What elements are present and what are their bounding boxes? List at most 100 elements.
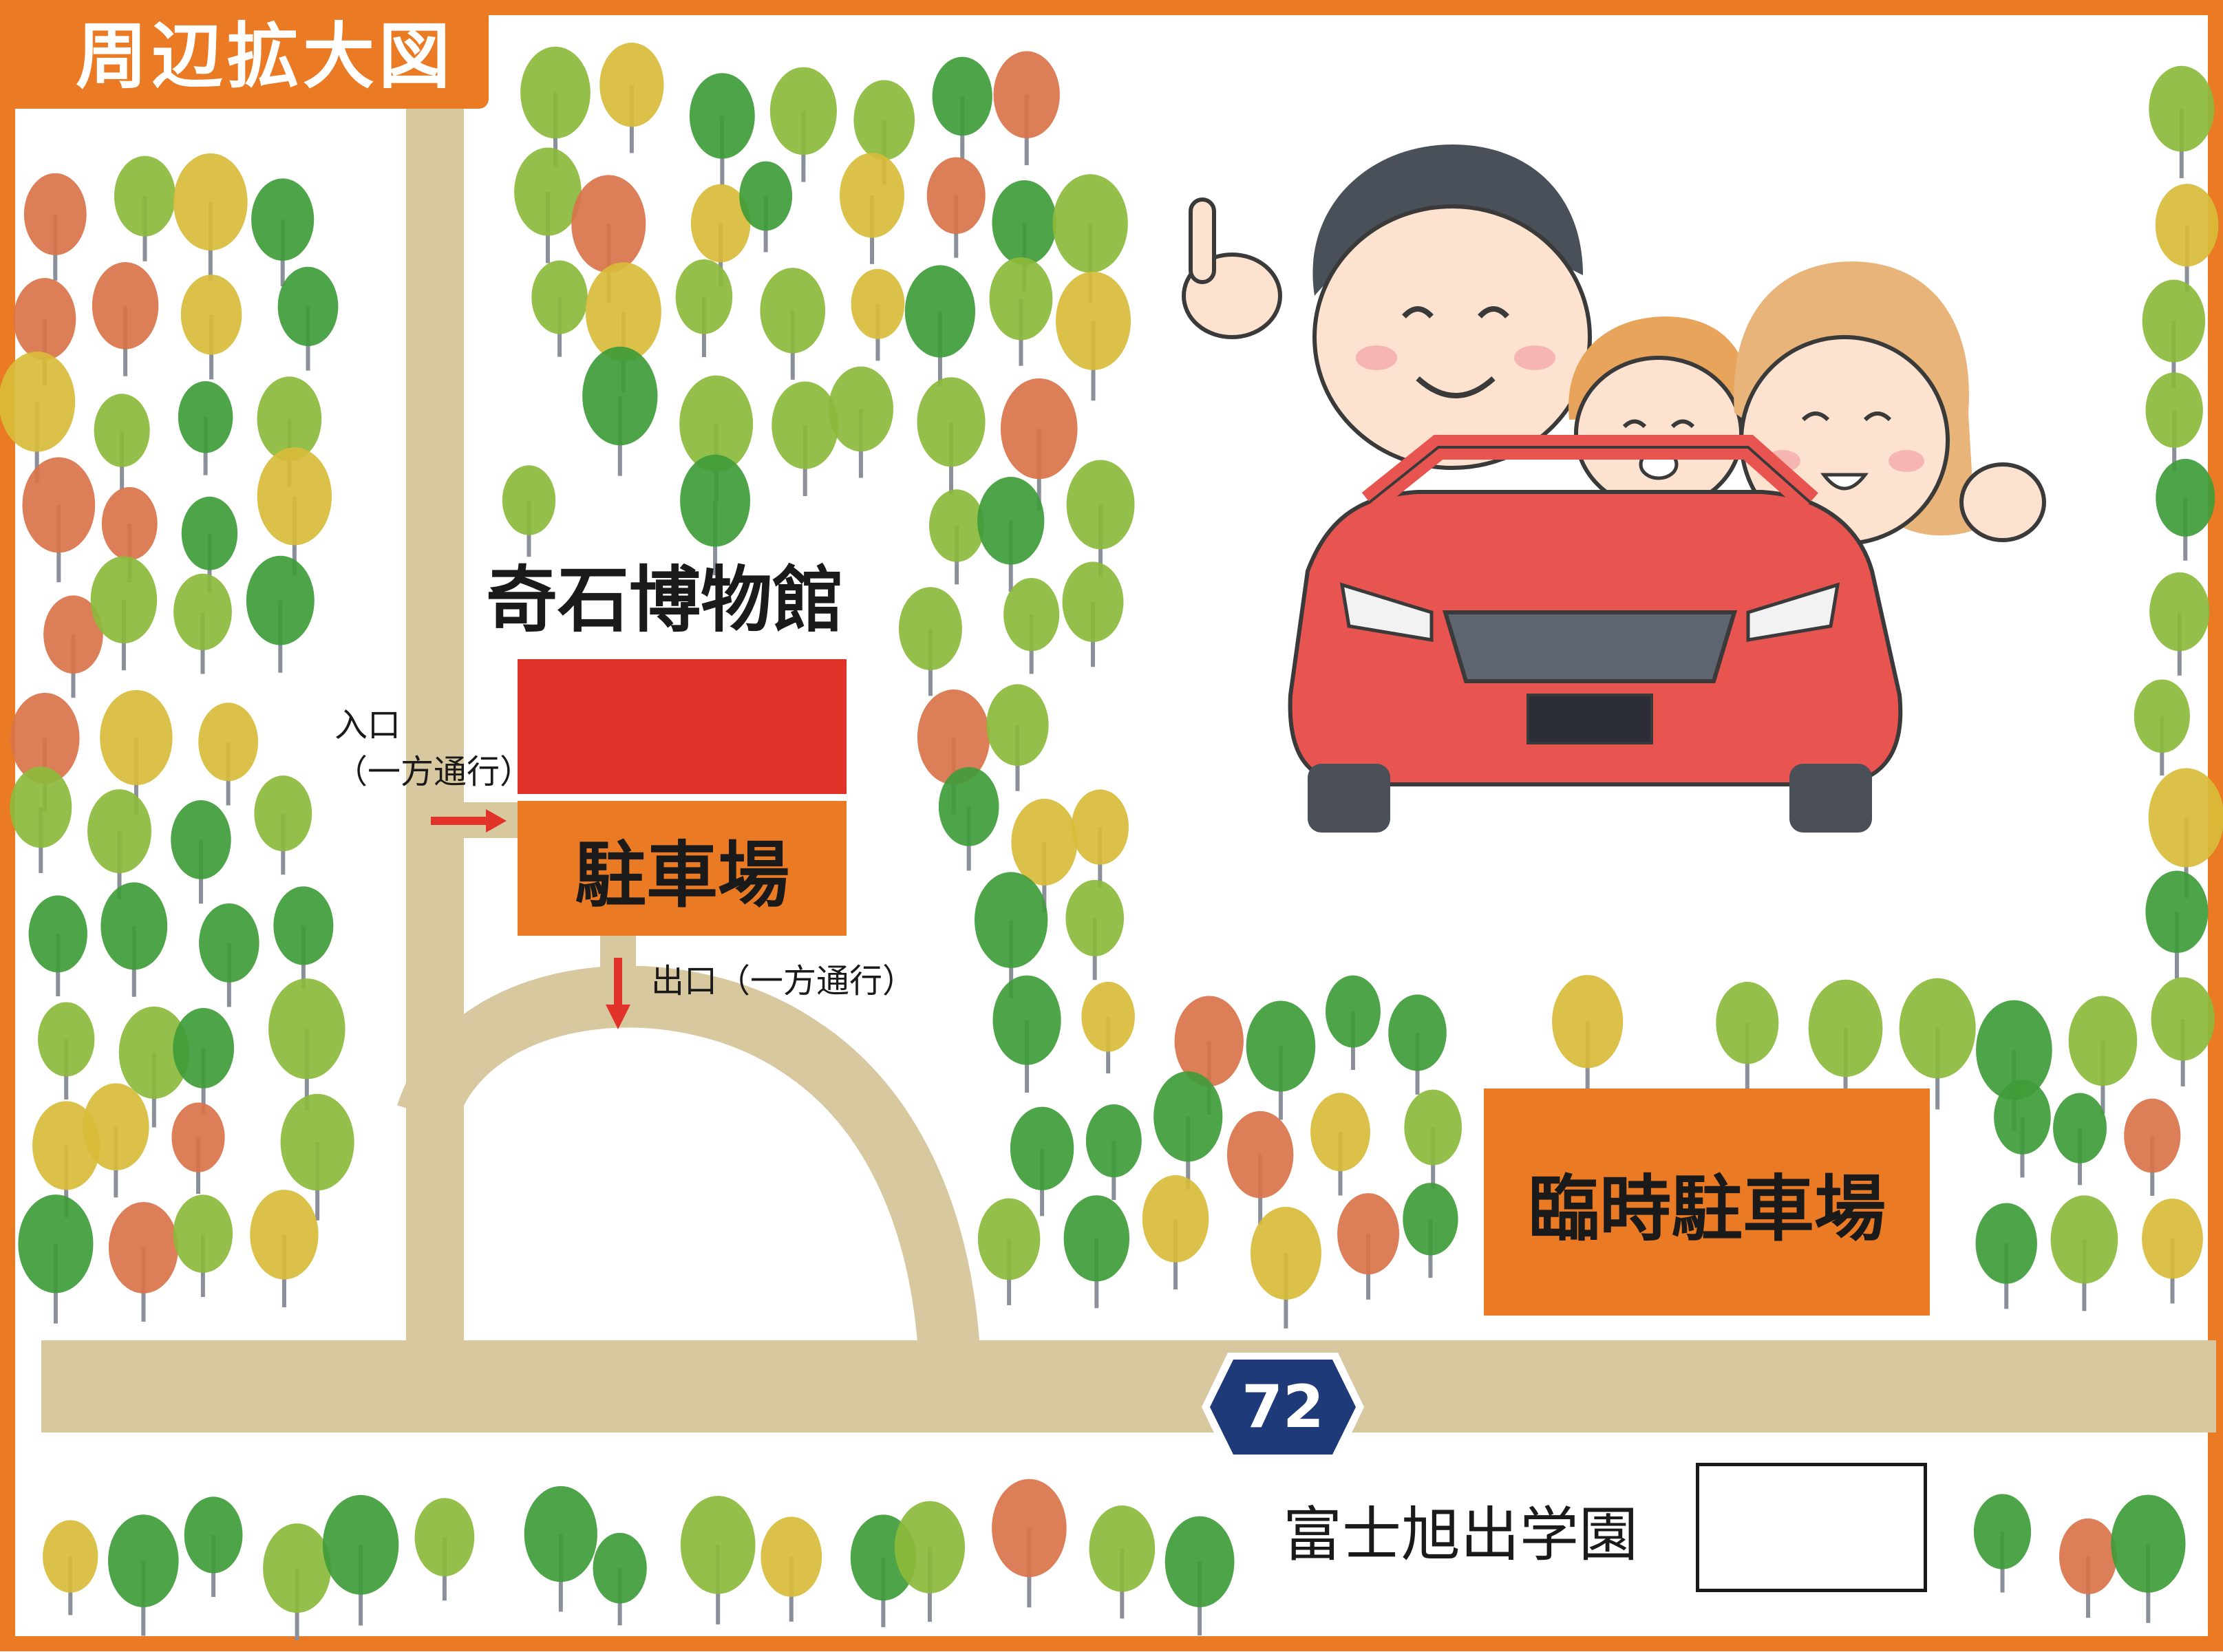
tree-icon	[977, 476, 1045, 592]
tree-icon	[2151, 977, 2215, 1087]
tree-icon	[992, 975, 1061, 1093]
tree-icon	[502, 465, 556, 557]
tree-icon	[977, 1198, 1041, 1305]
road-network	[41, 96, 2216, 1433]
tree-icon	[1337, 1193, 1400, 1300]
tree-icon	[2155, 184, 2219, 292]
tree-icon	[917, 377, 986, 495]
tree-icon	[108, 1202, 179, 1322]
tree-icon	[2145, 870, 2209, 979]
tree-icon	[675, 259, 733, 358]
tree-icon	[43, 595, 103, 698]
school-marker	[1696, 1463, 1927, 1592]
tree-icon	[280, 1093, 354, 1221]
tree-icon	[986, 684, 1049, 791]
tree-icon	[199, 903, 259, 1007]
tree-icon	[2068, 996, 2138, 1114]
tree-icon	[263, 1523, 332, 1641]
tree-icon	[2111, 1494, 2186, 1623]
tree-icon	[94, 394, 150, 490]
tree-icon	[2134, 679, 2190, 776]
tree-icon	[250, 1190, 319, 1307]
tree-icon	[254, 775, 312, 875]
tree-icon	[18, 1194, 94, 1324]
tree-icon	[1310, 1093, 1370, 1196]
tree-icon	[1056, 271, 1131, 401]
exit-label: 出口（一方通行）	[651, 962, 916, 1000]
map-title: 周辺拡大図	[76, 14, 455, 98]
tree-icon	[1226, 1111, 1294, 1225]
tree-icon	[1899, 978, 1976, 1110]
tree-icon	[251, 178, 315, 286]
tree-icon	[851, 268, 905, 361]
tree-icon	[114, 155, 176, 261]
tree-icon	[894, 1501, 966, 1622]
temporary-parking: 臨時駐車場	[1484, 1088, 1930, 1316]
tree-icon	[28, 895, 87, 996]
tree-icon	[38, 1002, 95, 1100]
tree-icon	[180, 275, 242, 380]
tree-icon	[1003, 578, 1060, 674]
tree-icon	[1403, 1183, 1458, 1278]
tree-icon	[1975, 1203, 2037, 1309]
tree-icon	[1164, 1516, 1235, 1635]
tree-icon	[1062, 561, 1124, 667]
tree-icon	[10, 766, 72, 873]
main-road-route-72	[41, 1340, 2216, 1433]
route-72-shield-icon: 72	[1198, 1349, 1368, 1466]
tree-icon	[118, 1006, 189, 1128]
tree-icon	[2145, 372, 2203, 471]
tree-icon	[173, 1194, 233, 1298]
museum-parking: 駐車場	[518, 801, 847, 936]
one-way-entrance-arrow-icon	[431, 809, 507, 833]
tree-icon	[1142, 1175, 1209, 1290]
tree-icon	[1250, 1206, 1321, 1329]
tree-icon	[2053, 1093, 2107, 1186]
tree-icon	[322, 1494, 399, 1626]
tree-icon	[828, 366, 893, 478]
tree-icon	[772, 381, 839, 497]
tree-icon	[173, 153, 248, 281]
tree-icon	[680, 454, 751, 576]
tree-icon	[2124, 1098, 2181, 1196]
tree-icon	[1552, 974, 1624, 1097]
family-in-car-illustration	[1182, 122, 2046, 900]
tree-icon	[107, 1514, 179, 1636]
tree-icon	[1246, 1000, 1316, 1120]
tree-icon	[1404, 1089, 1462, 1189]
tree-icon	[2059, 1518, 2117, 1618]
tree-icon	[178, 380, 233, 475]
tree-icon	[524, 1485, 597, 1612]
tree-icon	[43, 1520, 98, 1616]
tree-icon	[414, 1498, 475, 1601]
temporary-parking-label: 臨時駐車場	[1527, 1166, 1886, 1251]
tree-icon	[1716, 981, 1779, 1090]
tree-icon	[680, 1495, 756, 1624]
tree-icon	[1994, 1080, 2051, 1178]
school-name: 富士旭出学園	[1283, 1501, 1638, 1569]
museum-building	[518, 659, 847, 794]
tree-icon	[1081, 981, 1135, 1074]
tree-icon	[83, 1083, 149, 1198]
tree-icon	[739, 161, 793, 253]
tree-icon	[928, 489, 985, 585]
tree-icon	[760, 268, 826, 380]
tree-icon	[993, 51, 1060, 166]
tree-icon	[273, 886, 334, 989]
tree-icon	[171, 1102, 225, 1194]
tree-icon	[769, 67, 837, 182]
entrance-one-way-note: （一方通行）	[334, 753, 533, 791]
tree-icon	[22, 457, 96, 583]
tree-icon	[1153, 1071, 1223, 1190]
tree-icon	[689, 73, 755, 186]
tree-icon	[1325, 975, 1381, 1071]
tree-icon	[173, 573, 232, 674]
title-tab: 周辺拡大図	[15, 0, 489, 109]
tree-icon	[1973, 1494, 2032, 1593]
tree-icon	[599, 43, 664, 153]
tree-icon	[593, 1532, 647, 1626]
entrance-label: 入口	[334, 706, 401, 744]
parking-label: 駐車場	[574, 833, 789, 917]
tree-icon	[898, 587, 962, 696]
